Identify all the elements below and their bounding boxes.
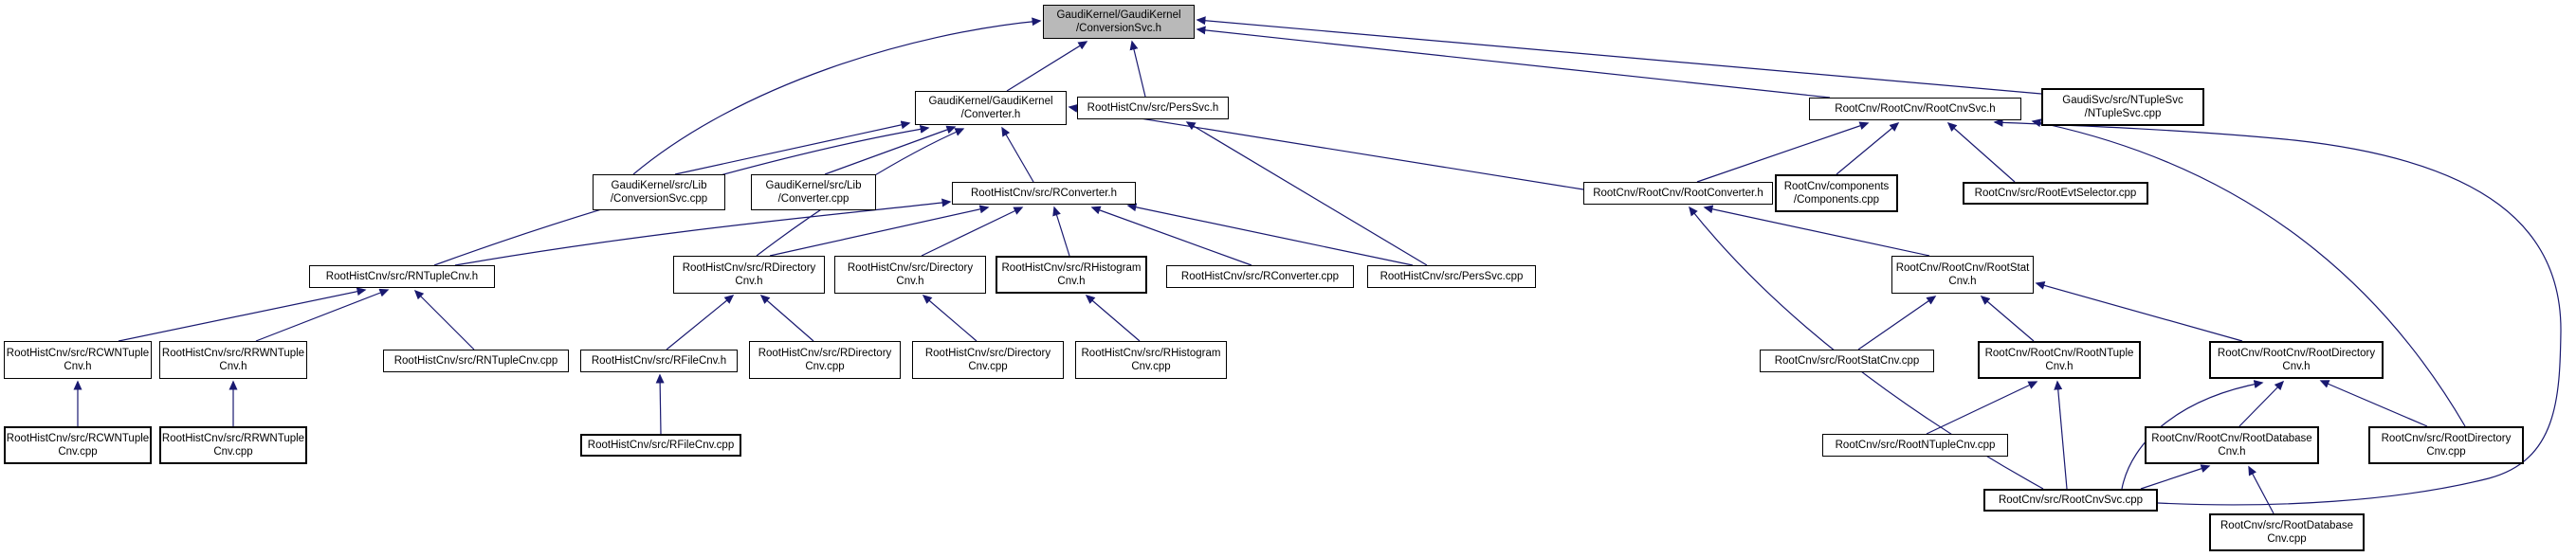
graph-node-perssvc-cpp[interactable]: RootHistCnv/src/PersSvc.cpp <box>1367 265 1536 288</box>
edge-rrwntuplecnv-h-to-rntuplecnv-h <box>255 288 390 342</box>
edge-rootconverter-h-to-converter-h <box>1068 103 1584 190</box>
edge-rootcnvsvc-cpp-to-rootcnvsvc-h <box>1993 117 2562 506</box>
graph-node-rhistogramcnv-cpp[interactable]: RootHistCnv/src/RHistogram Cnv.cpp <box>1075 341 1227 379</box>
edge-rootntuplecnv-h-to-rootstatcnv-h <box>1980 296 2035 342</box>
edge-ntuplesvc-cpp-to-conversionsvc-h <box>1196 16 2042 95</box>
graph-node-rconverter-cpp[interactable]: RootHistCnv/src/RConverter.cpp <box>1166 265 1354 288</box>
graph-node-rootconverter-h[interactable]: RootCnv/RootCnv/RootConverter.h <box>1583 182 1773 205</box>
graph-node-rootntuplecnv-h[interactable]: RootCnv/RootCnv/RootNTuple Cnv.h <box>1978 341 2141 379</box>
edge-rootdirectorycnv-cpp-to-rootcnvsvc-h <box>2031 118 2466 427</box>
edge-rconverter-h-to-converter-h <box>1001 126 1034 183</box>
edge-directorycnv-cpp-to-directorycnv-h <box>922 295 977 342</box>
graph-node-components-cpp[interactable]: RootCnv/components /Components.cpp <box>1775 174 1898 212</box>
graph-node-rrwntuplecnv-h[interactable]: RootHistCnv/src/RRWNTuple Cnv.h <box>159 341 307 379</box>
edge-directorycnv-h-to-rconverter-h <box>921 207 1024 257</box>
edge-rootntuplecnv-cpp-to-rootntuplecnv-h <box>1926 381 2038 435</box>
graph-node-rootdatabasecnv-h[interactable]: RootCnv/RootCnv/RootDatabase Cnv.h <box>2145 426 2319 464</box>
graph-node-ntuplesvc-cpp[interactable]: GaudiSvc/src/NTupleSvc /NTupleSvc.cpp <box>2041 88 2204 126</box>
graph-node-rfilecnv-cpp[interactable]: RootHistCnv/src/RFileCnv.cpp <box>580 434 741 457</box>
edge-rntuplecnv-h-to-rconverter-h <box>454 198 952 266</box>
edge-rfilecnv-cpp-to-rfilecnv-h <box>655 373 665 435</box>
graph-node-rfilecnv-h[interactable]: RootHistCnv/src/RFileCnv.h <box>580 350 738 372</box>
edge-rntuplecnv-cpp-to-rntuplecnv-h <box>413 289 475 350</box>
graph-node-rdirectorycnv-h[interactable]: RootHistCnv/src/RDirectory Cnv.h <box>673 256 825 294</box>
graph-node-rcwntuplecnv-h[interactable]: RootHistCnv/src/RCWNTuple Cnv.h <box>4 341 152 379</box>
graph-node-directorycnv-h[interactable]: RootHistCnv/src/Directory Cnv.h <box>834 256 986 294</box>
edge-rootevtselector-cpp-to-rootcnvsvc-h <box>1946 122 2016 183</box>
edge-rootdirectorycnv-h-to-rootstatcnv-h <box>2035 280 2243 342</box>
graph-node-rootstatcnv-h[interactable]: RootCnv/RootCnv/RootStat Cnv.h <box>1891 256 2034 294</box>
graph-node-rrwntuplecnv-cpp[interactable]: RootHistCnv/src/RRWNTuple Cnv.cpp <box>159 426 307 464</box>
graph-node-rconverter-h[interactable]: RootHistCnv/src/RConverter.h <box>952 182 1136 205</box>
graph-node-rntuplecnv-cpp[interactable]: RootHistCnv/src/RNTupleCnv.cpp <box>383 350 569 372</box>
graph-node-rootcnvsvc-cpp[interactable]: RootCnv/src/RootCnvSvc.cpp <box>1983 489 2158 512</box>
graph-node-rootntuplecnv-cpp[interactable]: RootCnv/src/RootNTupleCnv.cpp <box>1822 434 2008 457</box>
edge-rconverter-cpp-to-rconverter-h <box>1090 206 1252 266</box>
edge-rootcnvsvc-h-to-conversionsvc-h <box>1196 26 1831 99</box>
graph-node-lib-converter-cpp[interactable]: GaudiKernel/src/Lib /Converter.cpp <box>751 174 876 210</box>
graph-node-perssvc-h[interactable]: RootHistCnv/src/PersSvc.h <box>1077 97 1229 119</box>
graph-node-converter-h[interactable]: GaudiKernel/GaudiKernel /Converter.h <box>915 91 1067 125</box>
graph-node-rootstatcnv-cpp[interactable]: RootCnv/src/RootStatCnv.cpp <box>1760 350 1934 372</box>
edge-rootstatcnv-cpp-to-rootstatcnv-h <box>1857 296 1937 350</box>
edge-lib-conversionsvc-cpp-to-converter-h <box>674 120 911 175</box>
graph-node-rootdirectorycnv-h[interactable]: RootCnv/RootCnv/RootDirectory Cnv.h <box>2209 341 2384 379</box>
graph-node-rcwntuplecnv-cpp[interactable]: RootHistCnv/src/RCWNTuple Cnv.cpp <box>4 426 152 464</box>
edge-rootdatabasecnv-cpp-to-rootdatabasecnv-h <box>2248 465 2275 514</box>
graph-node-directorycnv-cpp[interactable]: RootHistCnv/src/Directory Cnv.cpp <box>912 341 1064 379</box>
edge-rootcnvsvc-cpp-to-rootntuplecnv-h <box>2054 380 2068 490</box>
edge-lib-conversionsvc-cpp-to-conversionsvc-h <box>632 17 1042 175</box>
edge-rootstatcnv-h-to-rootconverter-h <box>1703 205 1930 257</box>
edge-rootcnvsvc-cpp-to-rootdatabasecnv-h <box>2140 464 2211 490</box>
edge-rhistogramcnv-cpp-to-rhistogramcnv-h <box>1085 295 1141 342</box>
edge-rootcnvsvc-cpp-to-rootdirectorycnv-h <box>2121 380 2264 490</box>
edge-rootdirectorycnv-cpp-to-rootdirectorycnv-h <box>2319 380 2428 427</box>
edge-perssvc-cpp-to-perssvc-h <box>1185 121 1428 266</box>
graph-node-rootdatabasecnv-cpp[interactable]: RootCnv/src/RootDatabase Cnv.cpp <box>2209 513 2365 551</box>
edge-rootdatabasecnv-h-to-rootdirectorycnv-h <box>2238 380 2285 427</box>
graph-node-rhistogramcnv-h[interactable]: RootHistCnv/src/RHistogram Cnv.h <box>996 256 1147 294</box>
edge-components-cpp-to-rootcnvsvc-h <box>1836 122 1900 175</box>
graph-node-rootcnvsvc-h[interactable]: RootCnv/RootCnv/RootCnvSvc.h <box>1809 98 2021 120</box>
graph-node-lib-conversionsvc-cpp[interactable]: GaudiKernel/src/Lib /ConversionSvc.cpp <box>593 174 725 210</box>
graph-node-conversionsvc-h[interactable]: GaudiKernel/GaudiKernel /ConversionSvc.h <box>1043 5 1195 39</box>
edge-lib-converter-cpp-to-converter-h <box>824 125 957 175</box>
edge-rfilecnv-h-to-rdirectorycnv-h <box>666 295 735 350</box>
graph-node-rootdirectorycnv-cpp[interactable]: RootCnv/src/RootDirectory Cnv.cpp <box>2368 426 2524 464</box>
edge-rdirectorycnv-cpp-to-rdirectorycnv-h <box>759 295 814 342</box>
edge-perssvc-h-to-conversionsvc-h <box>1129 40 1146 98</box>
edge-rcwntuplecnv-h-to-rntuplecnv-h <box>118 287 367 342</box>
graph-node-rootevtselector-cpp[interactable]: RootCnv/src/RootEvtSelector.cpp <box>1963 182 2148 205</box>
graph-node-rntuplecnv-h[interactable]: RootHistCnv/src/RNTupleCnv.h <box>309 265 495 288</box>
edge-rootconverter-h-to-rootcnvsvc-h <box>1696 121 1870 183</box>
edge-perssvc-cpp-to-rconverter-h <box>1126 203 1414 266</box>
edge-rdirectorycnv-h-to-rconverter-h <box>769 205 990 257</box>
edge-rhistogramcnv-h-to-rconverter-h <box>1052 206 1070 257</box>
edge-converter-h-to-conversionsvc-h <box>1006 41 1088 92</box>
graph-node-rdirectorycnv-cpp[interactable]: RootHistCnv/src/RDirectory Cnv.cpp <box>749 341 901 379</box>
